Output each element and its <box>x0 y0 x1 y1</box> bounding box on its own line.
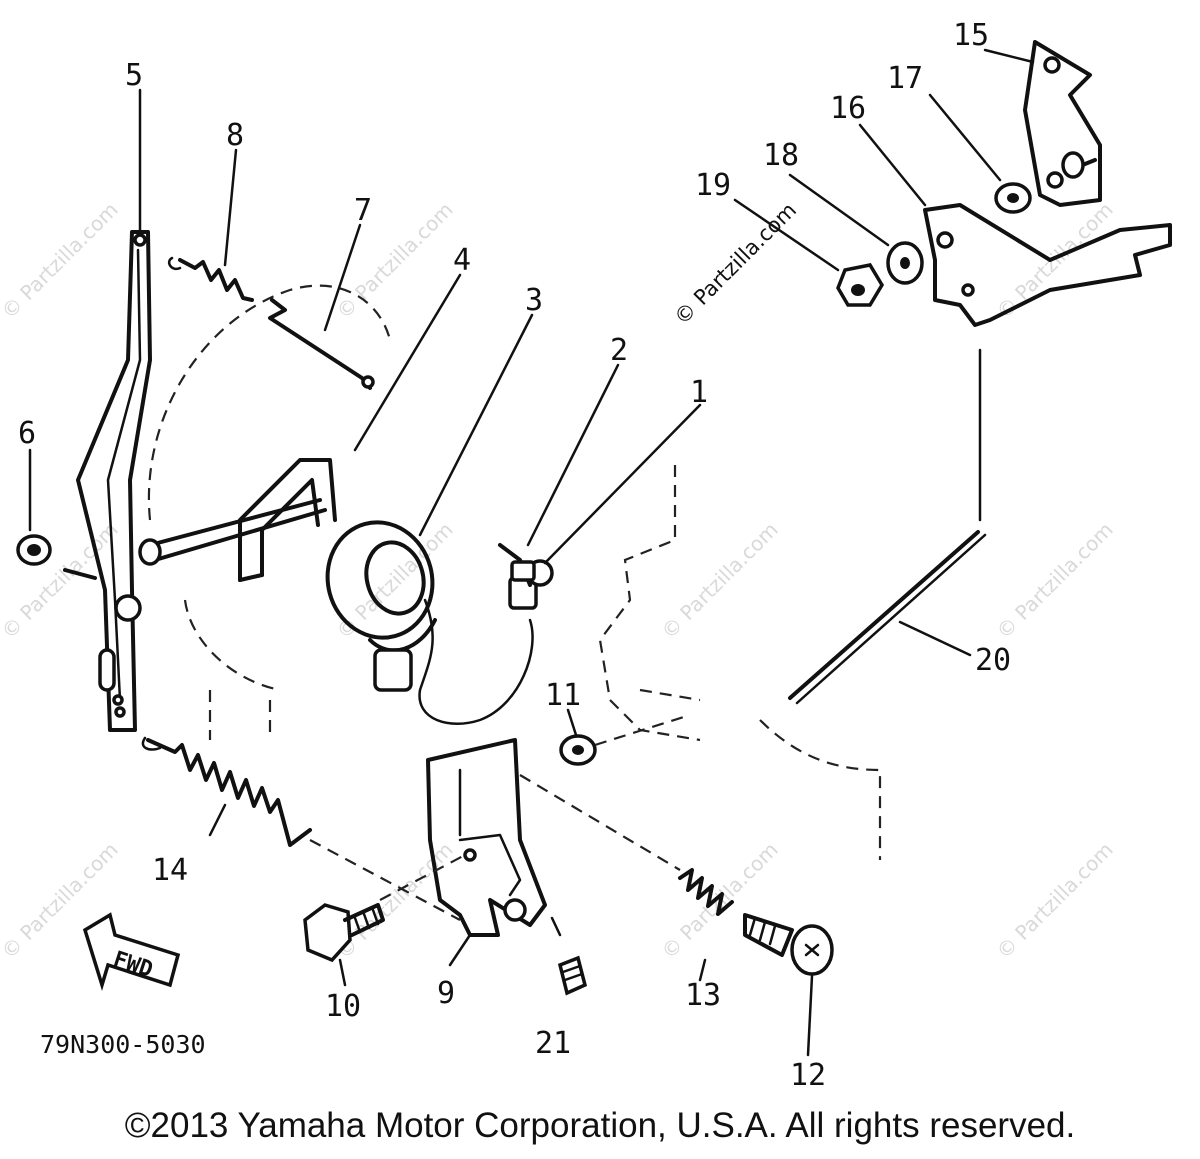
part-label-14: 14 <box>152 853 188 888</box>
part-label-16: 16 <box>830 91 866 126</box>
part-wire-link-7 <box>268 298 375 390</box>
part-spring-13 <box>678 868 734 916</box>
part-label-17: 17 <box>887 61 923 96</box>
part-spring-14 <box>141 736 312 847</box>
part-label-5: 5 <box>125 58 143 93</box>
part-label-13: 13 <box>685 978 721 1013</box>
part-bracket-15 <box>1023 40 1102 207</box>
part-label-6: 6 <box>18 416 36 451</box>
part-labels: 5 8 7 4 3 2 1 6 15 17 16 18 19 20 11 14 … <box>18 18 1011 1093</box>
watermark-dark: © Partzilla.com <box>670 198 802 330</box>
part-label-2: 2 <box>610 333 628 368</box>
part-nut-19 <box>836 263 885 307</box>
part-washer-11-hole <box>572 745 584 755</box>
part-clip-1-2 <box>498 543 554 587</box>
part-label-12: 12 <box>790 1058 826 1093</box>
stud-6 <box>63 568 97 580</box>
part-label-1: 1 <box>690 375 708 410</box>
engine-outline <box>147 284 882 860</box>
part-label-18: 18 <box>763 138 799 173</box>
watermark-text: © Partzilla.com <box>0 197 123 323</box>
part-washer-18-hole <box>900 257 910 269</box>
part-shaft-4 <box>138 458 337 582</box>
part-label-19: 19 <box>695 168 731 203</box>
part-lever-arm <box>76 230 152 732</box>
watermark-text: © Partzilla.com <box>992 197 1118 323</box>
part-nut-6 <box>16 534 52 566</box>
part-label-4: 4 <box>453 243 471 278</box>
part-washer-17-hole <box>1007 193 1019 203</box>
part-bracket-9 <box>426 738 547 937</box>
part-label-11: 11 <box>545 678 581 713</box>
part-label-3: 3 <box>525 283 543 318</box>
part-label-21: 21 <box>535 1026 571 1061</box>
diagram-code: 79N300-5030 <box>40 1030 206 1059</box>
part-label-10: 10 <box>325 989 361 1024</box>
part-label-15: 15 <box>953 18 989 53</box>
part-rod-20 <box>788 348 987 705</box>
watermarks: © Partzilla.com © Partzilla.com © Partzi… <box>0 197 1118 963</box>
part-label-8: 8 <box>226 118 244 153</box>
part-screw-21 <box>557 955 588 996</box>
watermark-text: © Partzilla.com <box>992 837 1118 963</box>
leader-lines <box>28 48 1035 1057</box>
fwd-arrow-icon: FWD <box>82 912 181 992</box>
part-label-9: 9 <box>437 976 455 1011</box>
watermark-text: © Partzilla.com <box>992 517 1118 643</box>
part-spring-8 <box>167 256 254 302</box>
part-plate-16 <box>923 203 1172 327</box>
part-label-20: 20 <box>975 643 1011 678</box>
watermark-text: © Partzilla.com <box>332 197 458 323</box>
part-bolt-12 <box>743 913 834 976</box>
part-label-7: 7 <box>354 193 372 228</box>
copyright-notice: ©2013 Yamaha Motor Corporation, U.S.A. A… <box>124 1106 1076 1145</box>
part-bolt-10 <box>303 903 385 963</box>
